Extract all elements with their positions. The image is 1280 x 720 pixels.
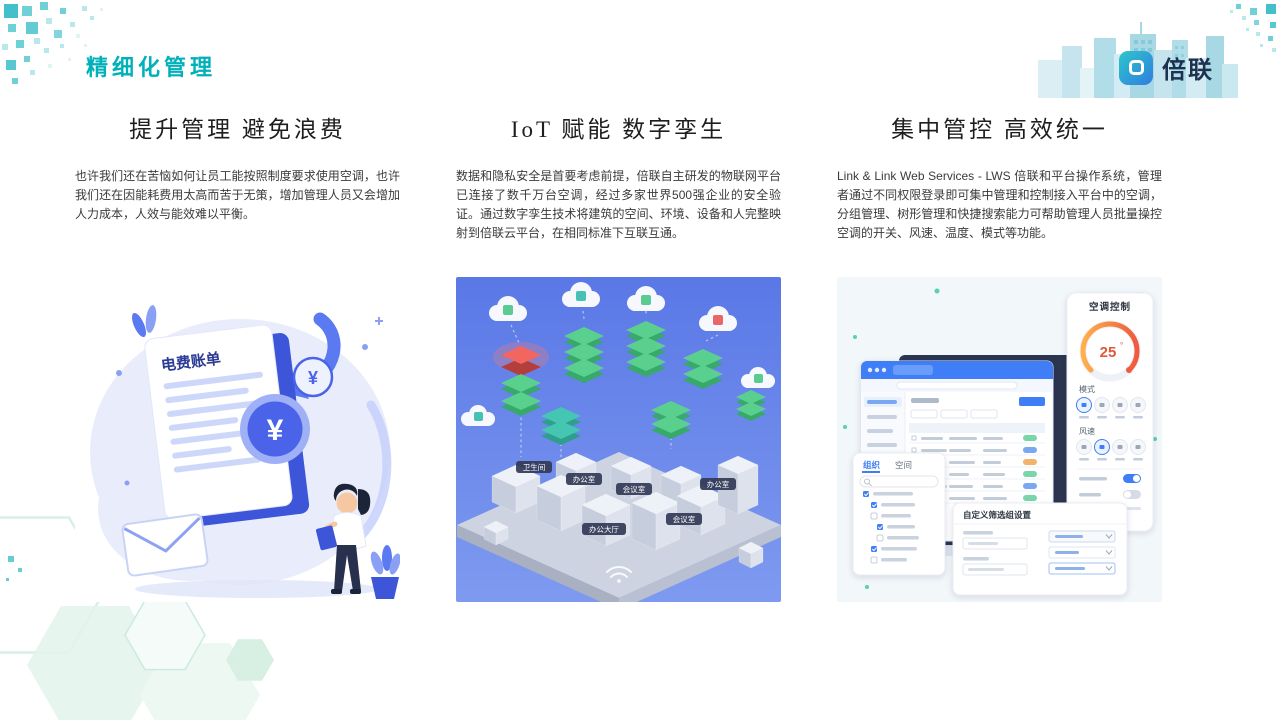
page-title: 精细化管理 bbox=[86, 55, 217, 80]
brand-logo-icon bbox=[1119, 50, 1153, 85]
coin-small: ¥ bbox=[292, 356, 334, 398]
envelope bbox=[121, 513, 209, 577]
tree-checkbox-list bbox=[863, 491, 919, 564]
brand-logo-glyph bbox=[1128, 60, 1144, 75]
tree-tab-organization: 组织 bbox=[863, 460, 881, 470]
ac-panel-title: 空调控制 bbox=[1089, 301, 1131, 313]
filter-settings-popup: 自定义筛选组设置 bbox=[952, 502, 1128, 596]
column-3-heading: 集中管控 高效统一 bbox=[891, 117, 1108, 142]
column-2-illustration: 卫生间 办公室 会议室 办公大厅 会议室 办公室 bbox=[456, 277, 781, 602]
brand-logo-text: 倍联 bbox=[1162, 57, 1214, 84]
electric-bill-illustration: 电费账单 ¥ bbox=[75, 277, 400, 602]
brand-logo: 倍联 bbox=[1119, 50, 1214, 85]
column-2-body: 数据和隐私安全是首要考虑前提，倍联自主研发的物联网平台已连接了数千万台空调，经过… bbox=[456, 169, 781, 240]
filter-popup-title: 自定义筛选组设置 bbox=[963, 510, 1032, 520]
column-1-body: 也许我们还在苦恼如何让员工能按照制度要求使用空调，也许我们还在因能耗费用太高而苦… bbox=[75, 169, 400, 221]
column-management: 提升管理 避免浪费 也许我们还在苦恼如何让员工能按照制度要求使用空调，也许我们还… bbox=[75, 110, 400, 602]
ac-fan-label: 风速 bbox=[1079, 427, 1095, 436]
column-3-illustration: 空调控制 25 ° 模式 风速 bbox=[837, 277, 1162, 602]
room-label: 会议室 bbox=[623, 484, 646, 494]
ac-temperature-unit: ° bbox=[1120, 341, 1123, 350]
management-console-illustration: 空调控制 25 ° 模式 风速 bbox=[837, 277, 1162, 602]
bill-document: 电费账单 bbox=[144, 324, 310, 528]
ac-control-panel: 空调控制 25 ° 模式 风速 bbox=[1066, 292, 1154, 532]
iot-digital-twin-illustration: 卫生间 办公室 会议室 办公大厅 会议室 办公室 bbox=[456, 277, 781, 602]
content-columns: 提升管理 避免浪费 也许我们还在苦恼如何让员工能按照制度要求使用空调，也许我们还… bbox=[75, 110, 1162, 602]
ac-temperature-value: 25 bbox=[1100, 344, 1117, 361]
person bbox=[316, 483, 371, 594]
floating-data-stacks bbox=[493, 321, 766, 445]
light-swoosh bbox=[348, 400, 392, 548]
wifi-icon bbox=[606, 566, 632, 583]
sparkle-dots bbox=[116, 317, 383, 486]
coin-small-symbol: ¥ bbox=[308, 368, 318, 388]
bill-lines bbox=[163, 371, 263, 473]
column-iot: IoT 赋能 数字孪生 数据和隐私安全是首要考虑前提，倍联自主研发的物联网平台已… bbox=[456, 110, 781, 602]
tree-tab-space: 空间 bbox=[895, 460, 912, 470]
column-central-control: 集中管控 高效统一 Link & Link Web Services - LWS… bbox=[837, 110, 1162, 602]
room-label: 办公室 bbox=[573, 474, 596, 484]
coin-large-symbol: ¥ bbox=[267, 414, 284, 447]
coin-large: ¥ bbox=[240, 394, 310, 464]
column-3-body: Link & Link Web Services - LWS 倍联和平台操作系统… bbox=[837, 169, 1162, 240]
filter-popup-form bbox=[962, 530, 1116, 576]
potted-plant bbox=[370, 545, 400, 599]
tree-filter-popup: 组织 空间 bbox=[852, 452, 946, 576]
ac-mode-icons bbox=[1076, 397, 1146, 419]
ac-mode-label: 模式 bbox=[1079, 384, 1095, 394]
room-label: 办公大厅 bbox=[589, 524, 619, 534]
room-label: 会议室 bbox=[673, 514, 696, 524]
room-label: 办公室 bbox=[707, 479, 730, 489]
column-2-heading: IoT 赋能 数字孪生 bbox=[510, 117, 727, 142]
clouds bbox=[461, 282, 775, 426]
column-1-heading: 提升管理 避免浪费 bbox=[129, 117, 346, 142]
room-label: 卫生间 bbox=[523, 462, 546, 472]
ac-fan-icons bbox=[1076, 439, 1146, 461]
column-1-illustration: 电费账单 ¥ bbox=[75, 277, 400, 602]
leaves bbox=[132, 305, 157, 338]
room-labels: 卫生间 办公室 会议室 办公大厅 会议室 办公室 bbox=[516, 461, 736, 535]
